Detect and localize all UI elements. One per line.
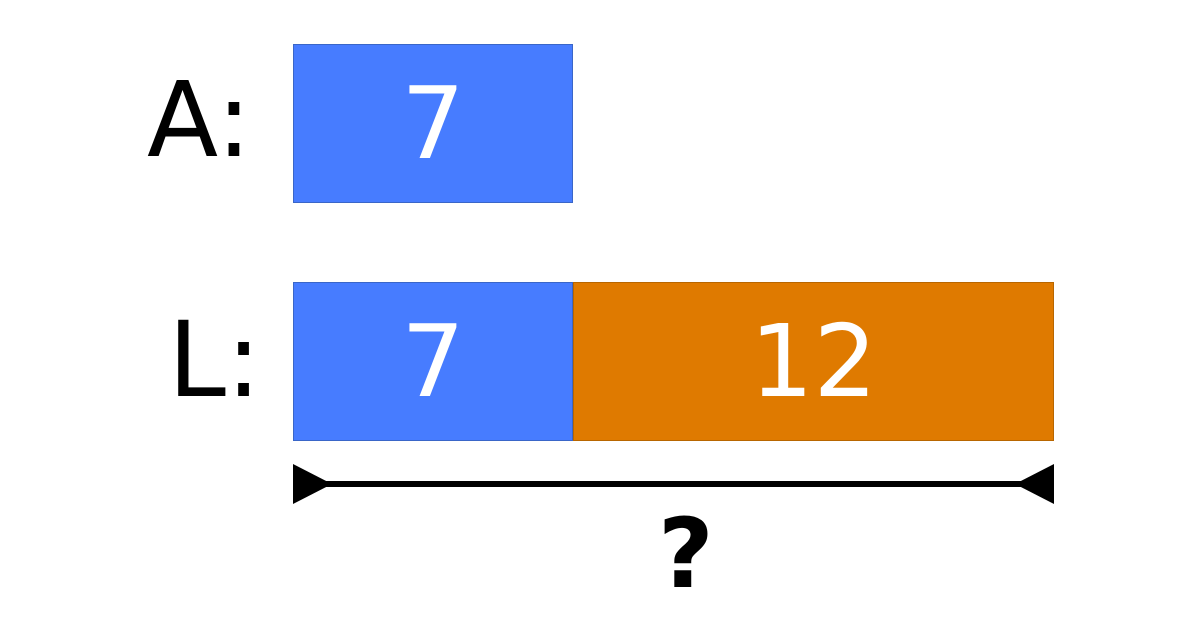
bar-l-segment-2: 12: [573, 282, 1054, 441]
bar-l-value-2: 12: [749, 302, 878, 420]
bar-l-segment-1: 7: [293, 282, 573, 441]
bar-a-segment-1: 7: [293, 44, 573, 203]
bar-l-value-1: 7: [401, 302, 465, 420]
total-unknown: ?: [658, 498, 714, 610]
label-a: A:: [147, 59, 252, 181]
label-l: L:: [168, 299, 261, 421]
bar-a-value: 7: [401, 64, 465, 182]
